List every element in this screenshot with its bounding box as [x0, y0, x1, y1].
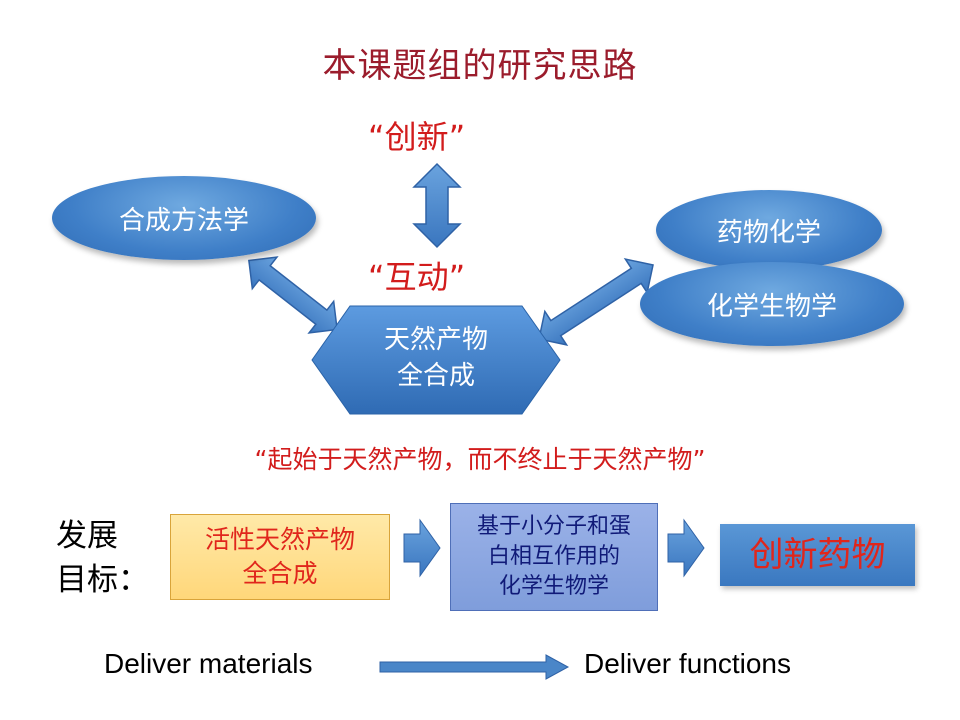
vertical-double-arrow: [412, 162, 462, 249]
right-double-arrow: [538, 257, 654, 347]
goal-box2-line3: 化学生物学: [498, 574, 609, 599]
node-medicinal-chemistry: 药物化学: [656, 190, 882, 270]
slogan: “起始于天然产物，而不终止于天然产物”: [254, 445, 706, 474]
center-hexagon: [311, 305, 561, 415]
goal-label-line1: 发展: [56, 518, 118, 554]
goal-box-synthesis: 活性天然产物 全合成: [170, 514, 390, 600]
deliver-functions: Deliver functions: [584, 648, 791, 679]
goal-box-innovative-drugs: 创新药物: [720, 524, 915, 586]
hex-line2: 全合成: [396, 361, 475, 391]
deliver-arrow: [379, 654, 570, 680]
node-synthesis-method: 合成方法学: [52, 176, 316, 260]
goal-box1-line1: 活性天然产物: [204, 525, 355, 554]
goal-box2-line2: 白相互作用的: [487, 544, 620, 569]
goal-arrow-1: [403, 518, 441, 578]
goal-label-line2: 目标：: [56, 562, 149, 598]
node-synthesis-method-label: 合成方法学: [118, 205, 249, 236]
goal-arrow-2: [667, 518, 705, 578]
node-natural-product-synthesis: 天然产物 全合成: [312, 322, 560, 394]
page-title: 本课题组的研究思路: [322, 46, 638, 86]
interaction-quote: “互动”: [368, 258, 466, 296]
deliver-materials: Deliver materials: [104, 648, 313, 679]
hex-line1: 天然产物: [383, 325, 488, 355]
node-chemical-biology-label: 化学生物学: [706, 291, 837, 322]
node-chemical-biology: 化学生物学: [640, 262, 904, 346]
goal-label: 发展 目标：: [56, 514, 149, 602]
goal-box2-line1: 基于小分子和蛋: [476, 514, 631, 539]
goal-box1-line2: 全合成: [242, 559, 318, 588]
node-medicinal-chemistry-label: 药物化学: [716, 217, 821, 248]
innovation-quote: “创新”: [368, 118, 466, 156]
goal-box-chem-biology: 基于小分子和蛋 白相互作用的 化学生物学: [450, 503, 658, 611]
